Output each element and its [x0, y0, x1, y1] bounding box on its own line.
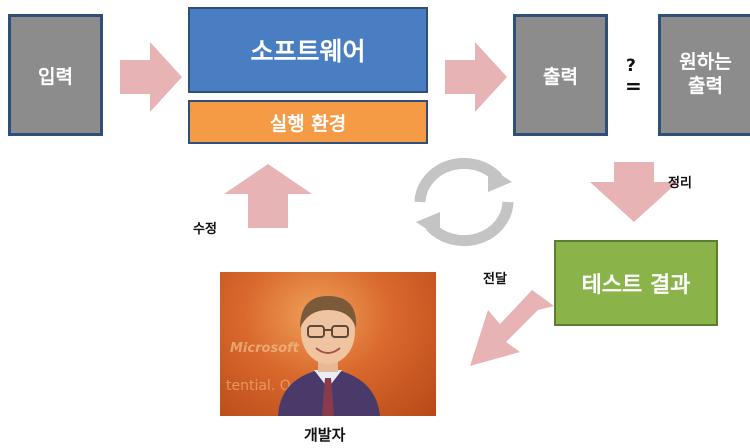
- input-box: 입력: [8, 14, 103, 136]
- developer-caption: 개발자: [304, 426, 346, 444]
- svg-text:tential. O: tential. O: [226, 378, 291, 394]
- software-box: 소프트웨어: [188, 7, 428, 93]
- runtime-box: 실행 환경: [188, 100, 428, 144]
- question-mark: ?: [626, 56, 636, 76]
- arrow-right-icon: [445, 42, 507, 112]
- input-label: 입력: [38, 65, 73, 88]
- runtime-label: 실행 환경: [269, 112, 347, 135]
- desired-output-box: 원하는 출력: [658, 14, 750, 136]
- arrow-diagonal-icon: [470, 290, 554, 366]
- organize-label: 정리: [668, 176, 692, 191]
- developer-photo: Microsoft tential. O: [220, 272, 436, 416]
- deliver-label: 전달: [483, 272, 507, 287]
- modify-label: 수정: [193, 222, 217, 237]
- test-result-label: 테스트 결과: [581, 273, 691, 298]
- output-box: 출력: [513, 14, 608, 136]
- arrow-up-icon: [224, 164, 312, 228]
- software-label: 소프트웨어: [250, 37, 366, 66]
- equals-sign: =: [625, 74, 642, 98]
- test-result-box: 테스트 결과: [554, 240, 718, 326]
- arrow-right-icon: [120, 42, 182, 112]
- output-label: 출력: [543, 65, 578, 88]
- arrow-down-icon: [590, 162, 678, 222]
- desired-output-label: 원하는 출력: [679, 51, 732, 97]
- svg-text:Microsoft: Microsoft: [230, 341, 300, 356]
- cycle-arrows-icon: [414, 157, 514, 247]
